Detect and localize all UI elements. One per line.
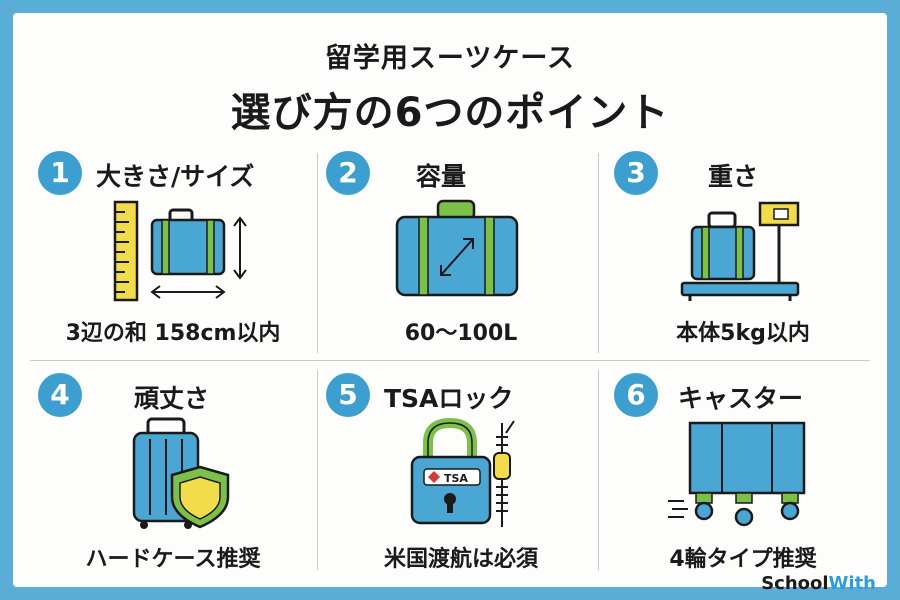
point-label: TSAロック — [384, 384, 514, 413]
point-label: キャスター — [678, 384, 804, 413]
tsa-lock-icon: TSA — [410, 417, 515, 527]
number-badge: 2 — [326, 151, 370, 195]
title-line2: 選び方の6つのポイント — [230, 90, 670, 136]
point-caption: 本体5kg以内 — [600, 315, 886, 347]
divider — [317, 370, 318, 570]
point-caption: 60〜100L — [318, 315, 604, 347]
point-card-1: 1 大きさ/サイズ 3辺の和 158cm以内 — [30, 145, 316, 360]
title-line1: 留学用スーツケース — [324, 43, 576, 74]
point-caption: 3辺の和 158cm以内 — [30, 315, 316, 347]
caster-wheels-icon — [668, 421, 806, 527]
point-caption: 米国渡航は必須 — [318, 541, 604, 573]
schoolwith-logo: SchoolWith — [761, 573, 876, 594]
number-badge: 5 — [326, 373, 370, 417]
hardcase-shield-icon — [132, 417, 230, 529]
suitcase-scale-icon — [680, 201, 800, 301]
number-badge: 4 — [38, 373, 82, 417]
point-label: 頑丈さ — [134, 384, 210, 413]
point-card-3: 3 重さ 本体5kg以内 — [600, 145, 886, 360]
point-caption: 4輪タイプ推奨 — [600, 541, 886, 573]
point-card-5: 5 TSAロック TSA 米国渡航は必須 — [318, 365, 604, 580]
point-label: 重さ — [708, 162, 759, 191]
point-caption: ハードケース推奨 — [30, 541, 316, 573]
divider — [598, 370, 599, 570]
point-card-4: 4 頑丈さ ハードケース推奨 — [30, 365, 316, 580]
svg-text:TSA: TSA — [444, 472, 468, 485]
divider — [317, 153, 318, 353]
divider — [30, 360, 870, 361]
number-badge: 6 — [614, 373, 658, 417]
number-badge: 1 — [38, 151, 82, 195]
point-card-6: 6 キャスター 4輪タイプ推奨 — [600, 365, 886, 580]
point-label: 大きさ/サイズ — [96, 162, 255, 191]
number-badge: 3 — [614, 151, 658, 195]
point-card-2: 2 容量 60〜100L — [318, 145, 604, 360]
point-label: 容量 — [416, 162, 467, 191]
divider — [598, 153, 599, 353]
suitcase-ruler-icon — [113, 200, 247, 302]
suitcase-capacity-icon — [395, 199, 519, 297]
